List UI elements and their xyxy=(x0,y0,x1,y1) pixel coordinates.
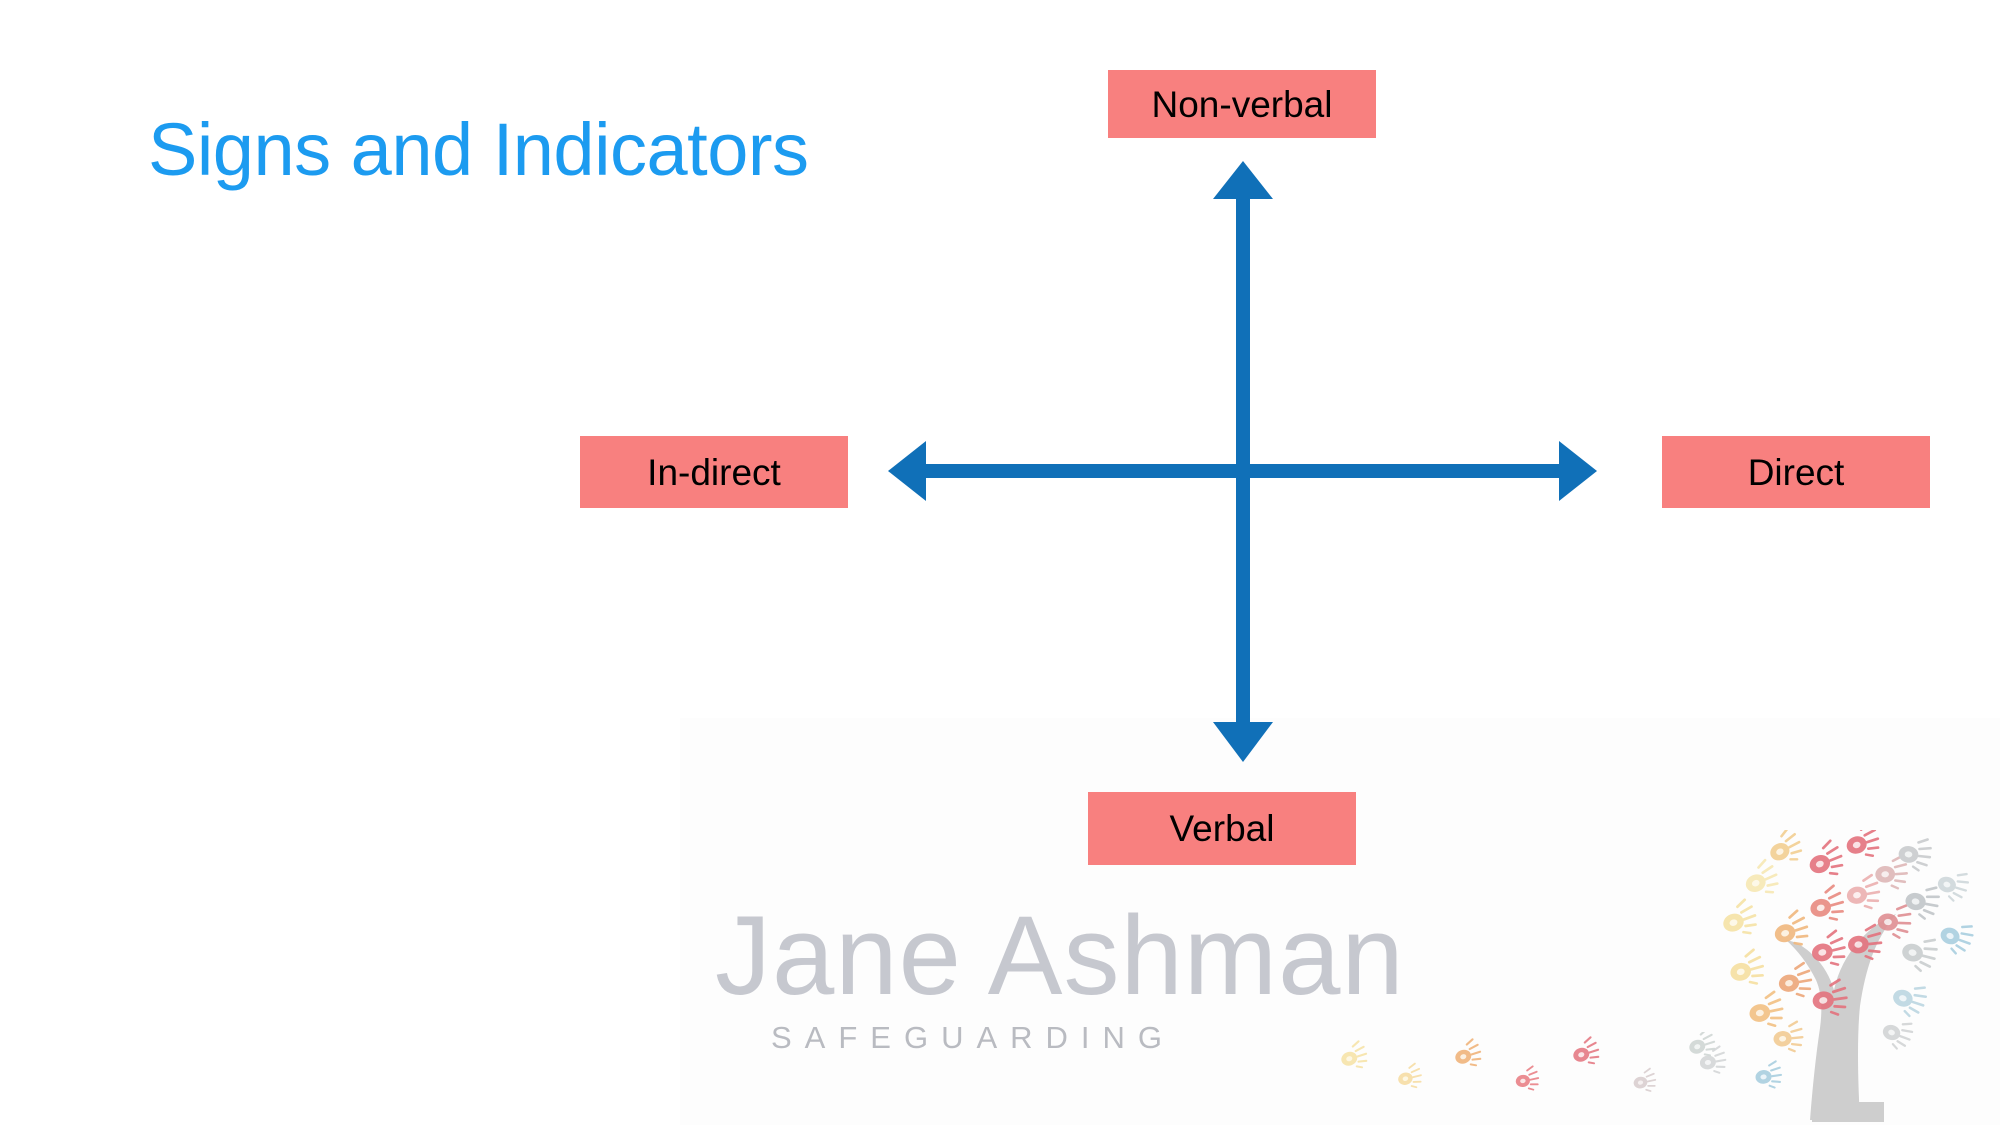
handprint-row-icon xyxy=(1341,1032,1716,1092)
page-title: Signs and Indicators xyxy=(148,108,809,191)
logo-tagline: SAFEGUARDING xyxy=(771,1020,1176,1055)
content-panel xyxy=(680,718,2000,1125)
vertical-axis-arrow xyxy=(1213,161,1273,762)
horizontal-axis-arrow xyxy=(888,441,1597,501)
axis-label-in-direct: In-direct xyxy=(580,436,848,508)
axis-label-verbal: Verbal xyxy=(1088,792,1356,865)
axis-label-non-verbal: Non-verbal xyxy=(1108,70,1376,138)
handprint-tree-icon xyxy=(1700,830,1974,1122)
logo: Jane Ashman SAFEGUARDING xyxy=(715,893,1405,1055)
axis-label-direct: Direct xyxy=(1662,436,1930,508)
logo-wordmark: Jane Ashman xyxy=(715,893,1405,1018)
